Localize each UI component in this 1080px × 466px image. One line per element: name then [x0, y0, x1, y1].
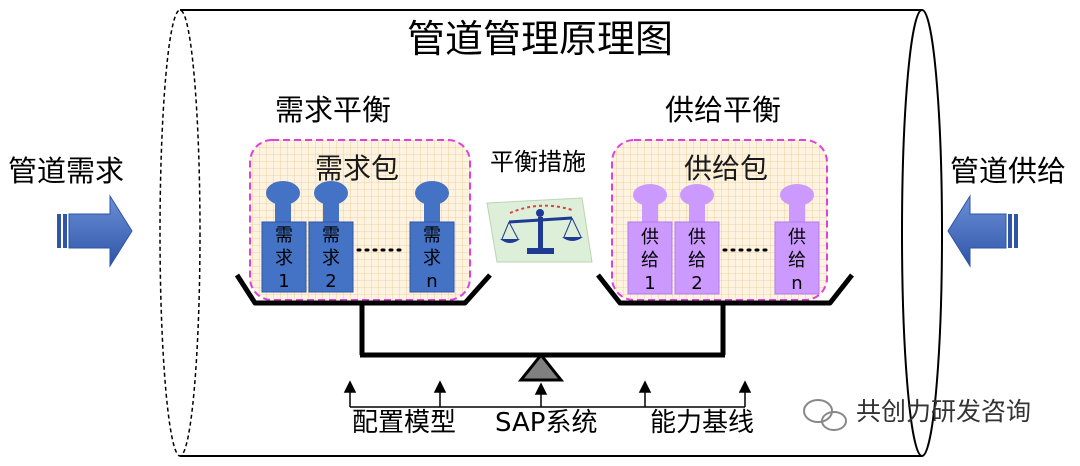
demand-balance-label: 需求平衡: [275, 93, 392, 127]
pipeline-cylinder: [159, 9, 943, 457]
page-title: 管道管理原理图: [406, 17, 673, 61]
demand-weight-2: [308, 181, 354, 293]
config-model-label: 配置模型: [352, 408, 457, 438]
balance-beam: [359, 303, 726, 358]
supply-weight-n: [774, 184, 820, 295]
scales-icon: [486, 197, 593, 263]
supply-weight-2: [674, 184, 720, 295]
demand-weight-n: [409, 181, 455, 293]
support-arrows: [343, 380, 752, 408]
supply-balance-label: 供给平衡: [665, 93, 782, 127]
demand-package-label: 需求包: [315, 152, 400, 185]
pipeline-supply-label: 管道供给: [950, 154, 1067, 188]
pipeline-demand-label: 管道需求: [8, 154, 125, 188]
supply-package-label: 供给包: [684, 152, 769, 185]
demand-weight-1: [261, 181, 307, 293]
sap-system-label: SAP系统: [495, 408, 598, 438]
pipeline-demand-arrow: [57, 194, 133, 268]
wechat-icon: [803, 399, 847, 431]
pipeline-supply-arrow: [947, 194, 1018, 268]
supply-weight-1: [627, 184, 673, 295]
capacity-baseline-label: 能力基线: [650, 408, 755, 438]
fulcrum-icon: [517, 352, 565, 382]
watermark-text: 共创力研发咨询: [856, 397, 1032, 426]
balance-measures-label: 平衡措施: [490, 148, 586, 176]
